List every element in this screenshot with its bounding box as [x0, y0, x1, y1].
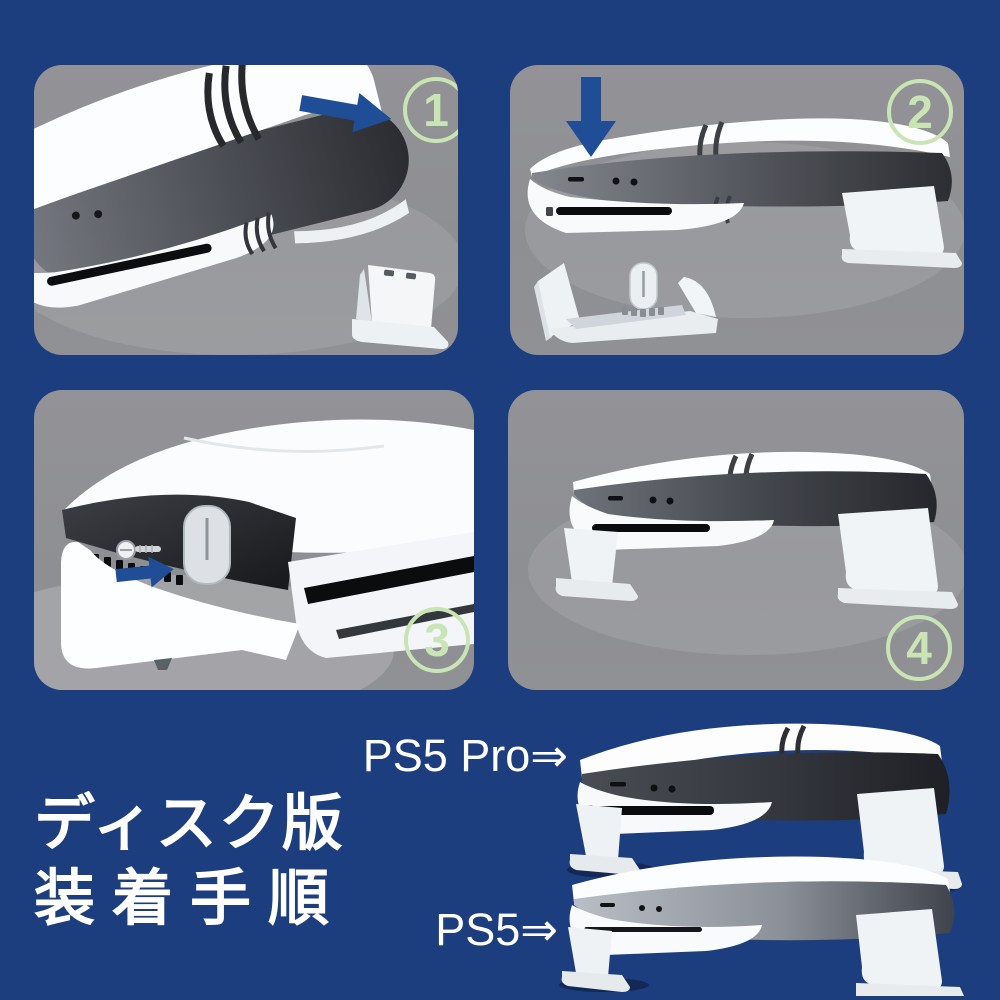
console-illustration-step2 [525, 118, 964, 343]
arrow-right-icon [115, 556, 174, 588]
console-illustration-step3 [34, 419, 474, 690]
step-badge-1: 1 [403, 77, 458, 143]
step-badge-2: 2 [887, 79, 953, 145]
console-illustration-step1 [34, 65, 458, 355]
step-panel-1: 1 [34, 65, 458, 355]
ps5-console-image [559, 856, 964, 996]
step-badge-3: 3 [404, 607, 470, 673]
step-panel-2: 2 [510, 65, 964, 355]
thumbscrew [116, 540, 161, 560]
ps5-label: PS5⇒ [435, 904, 558, 955]
console-body [569, 451, 937, 550]
step-badge-4: 4 [886, 615, 952, 681]
stand-bracket-detached [351, 265, 449, 349]
console-illustration-step4 [528, 451, 964, 655]
stand-bracket-detached [534, 262, 718, 343]
arrow-right-icon [299, 93, 392, 133]
ps5-pro-label: PS5 Pro⇒ [362, 730, 568, 781]
product-title-line2: 装着手順 [34, 864, 347, 932]
console-body [527, 118, 962, 268]
arrow-down-icon [566, 77, 616, 157]
stand-feet [555, 508, 958, 609]
product-title: ディスク版 装着手順 [34, 793, 346, 929]
step-panel-3: 3 [34, 390, 474, 690]
product-title-line1: ディスク版 [34, 789, 345, 857]
step-panel-4: 4 [508, 390, 964, 690]
